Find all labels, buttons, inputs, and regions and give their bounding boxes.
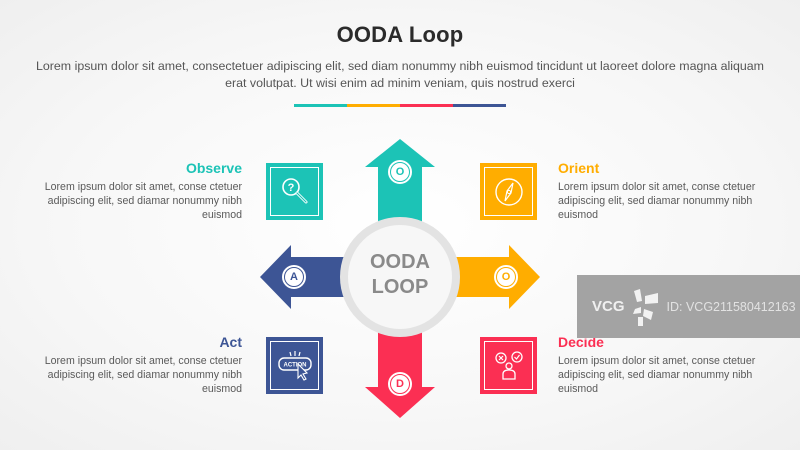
divider-segment-teal bbox=[294, 104, 347, 107]
watermark-logo: VCG bbox=[592, 298, 625, 315]
step-act: Act Lorem ipsum dolor sit amet, conse ct… bbox=[42, 334, 242, 396]
act-icon-box: ACTION bbox=[266, 337, 323, 394]
badge-act: A bbox=[282, 265, 306, 289]
badge-orient-letter: O bbox=[497, 268, 515, 286]
step-orient: Orient Lorem ipsum dolor sit amet, conse… bbox=[558, 160, 758, 222]
magnifier-question-icon: ? bbox=[281, 177, 307, 203]
decide-heading: Decide bbox=[558, 334, 604, 350]
center-label-line1: OODA bbox=[370, 251, 430, 273]
badge-orient: O bbox=[494, 265, 518, 289]
page-title: OODA Loop bbox=[336, 22, 464, 47]
person-decision-icon bbox=[494, 350, 523, 380]
action-button-cursor-icon: ACTION bbox=[277, 350, 312, 381]
badge-decide-letter: D bbox=[391, 375, 409, 393]
arrow-left-act bbox=[260, 245, 355, 309]
observe-heading: Observe bbox=[185, 160, 242, 176]
step-decide: Decide Lorem ipsum dolor sit amet, conse… bbox=[558, 334, 758, 396]
divider-segment-red bbox=[400, 104, 453, 107]
arrow-right-orient bbox=[445, 245, 540, 309]
divider-segment-blue bbox=[453, 104, 506, 107]
observe-body: Lorem ipsum dolor sit amet, conse ctetue… bbox=[44, 181, 242, 221]
compass-icon bbox=[494, 177, 523, 206]
orient-body: Lorem ipsum dolor sit amet, conse ctetue… bbox=[558, 181, 756, 221]
orient-icon-box bbox=[480, 163, 537, 220]
center-disc bbox=[348, 225, 452, 329]
divider-segment-orange bbox=[347, 104, 400, 107]
badge-decide: D bbox=[388, 372, 412, 396]
svg-text:?: ? bbox=[287, 182, 294, 194]
page-subtitle: Lorem ipsum dolor sit amet, consectetuer… bbox=[36, 59, 764, 90]
watermark-id: ID: VCG211580412163 bbox=[666, 299, 796, 314]
badge-observe-letter: O bbox=[391, 163, 409, 181]
center-label-line2: LOOP bbox=[371, 276, 429, 298]
arrow-down-decide bbox=[365, 322, 435, 418]
svg-text:ACTION: ACTION bbox=[283, 362, 306, 368]
act-heading: Act bbox=[219, 334, 242, 350]
step-observe: Observe Lorem ipsum dolor sit amet, cons… bbox=[42, 160, 242, 222]
center-label: OODA LOOP bbox=[340, 250, 460, 300]
badge-observe: O bbox=[388, 160, 412, 184]
act-body: Lorem ipsum dolor sit amet, conse ctetue… bbox=[44, 355, 242, 395]
observe-icon-box: ? bbox=[266, 163, 323, 220]
decide-body: Lorem ipsum dolor sit amet, conse ctetue… bbox=[558, 355, 756, 395]
orient-heading: Orient bbox=[558, 160, 600, 176]
arrow-up-observe bbox=[365, 139, 435, 232]
watermark: VCG ID: VCG211580412163 bbox=[577, 275, 800, 338]
watermark-burst-icon bbox=[632, 288, 658, 326]
badge-act-letter: A bbox=[285, 268, 303, 286]
decide-icon-box bbox=[480, 337, 537, 394]
color-divider bbox=[294, 104, 506, 107]
